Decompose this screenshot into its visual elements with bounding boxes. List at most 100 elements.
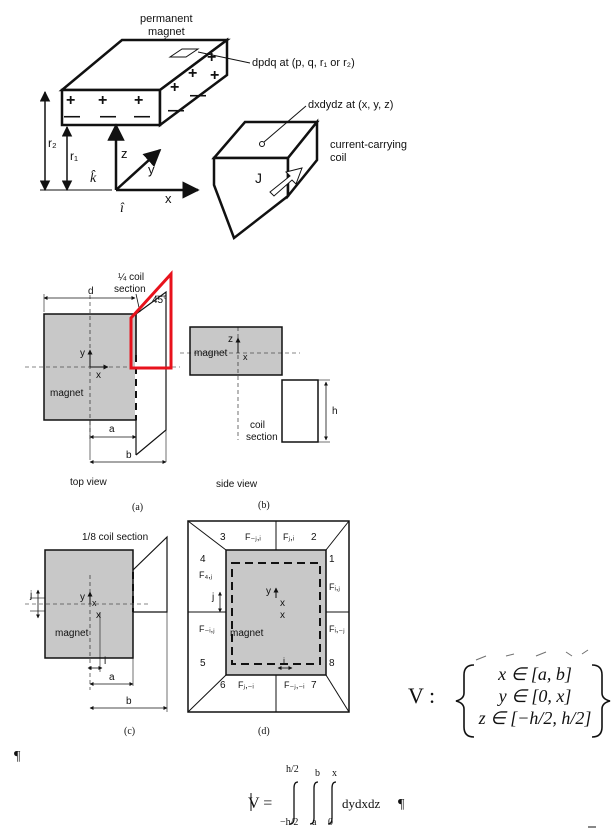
y-label: y (80, 592, 85, 603)
surface-element-patch (168, 48, 200, 58)
coil-label-line1: current-carrying (330, 139, 407, 151)
quarter-coil-outline (135, 290, 167, 456)
lower-limit-x: a (312, 817, 317, 828)
minus-sign: — (168, 102, 184, 119)
coil-shape (211, 118, 320, 241)
x-label: x (280, 598, 285, 609)
plus-sign: + (170, 79, 179, 96)
magnet-title-line1: permanent (140, 13, 193, 25)
z-range: z ∈ [−h/2, h/2] (478, 708, 592, 728)
pilcrow-mark: ¶ (398, 797, 405, 812)
coil-section-rect (281, 379, 319, 443)
y-axis-label: y (148, 162, 155, 177)
upper-limit-y: x (332, 768, 337, 779)
volume-element-leader (263, 105, 307, 143)
magnet-label: magnet (55, 628, 89, 639)
region-number: 2 (311, 532, 317, 543)
surface-element-leader (197, 51, 251, 64)
r1-label: r₁ (70, 149, 78, 163)
upper-limit-x: b (315, 768, 320, 779)
eighth-coil-outline (132, 535, 168, 613)
y-axis (115, 148, 162, 191)
force-label: Fᵢ,₋ⱼ (329, 624, 345, 634)
x-label: x (96, 610, 101, 621)
magnet-label: magnet (194, 348, 228, 359)
panel-b: z x magnet h coil section side view (b) (180, 326, 338, 511)
y-range: y ∈ [0, x] (498, 686, 572, 706)
force-label: F₋ⱼ,₋ᵢ (284, 680, 305, 690)
volume-element-label: dxdydz at (x, y, z) (308, 99, 393, 111)
coil-section-label-line1: coil (250, 420, 265, 431)
d-label: d (88, 286, 94, 297)
x-range: x ∈ [a, b] (498, 664, 572, 684)
magnet-title-line2: magnet (148, 26, 185, 38)
coil-section-label-line2: section (246, 432, 278, 443)
z-label: z (228, 334, 233, 345)
pilcrow-mark: ¶ (14, 749, 21, 764)
magnet-rect (189, 326, 283, 376)
set-definition: V : x ∈ [a, b] y ∈ [0, x] z ∈ [−h/2, h/2… (408, 657, 608, 739)
set-lines: x ∈ [a, b] y ∈ [0, x] z ∈ [−h/2, h/2] (476, 663, 594, 729)
panel-a: ¼ coil section d y x magnet 45° a b top … (25, 270, 180, 513)
a-label: a (109, 672, 115, 683)
plus-sign: + (134, 92, 143, 109)
plus-sign: + (210, 67, 219, 84)
upper-limit-z: h/2 (286, 764, 299, 775)
force-label: Fᵢ,ⱼ (329, 582, 340, 592)
region-number: 8 (329, 658, 335, 669)
minus-sign: — (64, 108, 80, 125)
region-number: 4 (200, 554, 206, 565)
y-label: y (266, 586, 271, 597)
coil-inner-boundary (231, 562, 321, 665)
quarter-coil-label-line2: section (114, 284, 146, 295)
j-label: j (211, 592, 214, 603)
force-label: Fⱼ,₋ᵢ (238, 680, 254, 690)
force-label: Fⱼ,ᵢ (283, 532, 294, 542)
set-label: V : (408, 683, 436, 708)
coil-label-line2: coil (330, 152, 347, 164)
magnet-box (58, 37, 231, 128)
highlight-region (129, 270, 173, 370)
plus-sign: + (98, 92, 107, 109)
plus-sign: + (66, 92, 75, 109)
plus-sign: + (188, 65, 197, 82)
integral-lhs: V = (248, 795, 272, 812)
surface-element-label: dpdq at (p, q, r₁ or r₂) (252, 57, 355, 69)
x-label: x (280, 610, 285, 621)
caption-c: (c) (124, 726, 135, 737)
x-label: x (92, 598, 97, 608)
side-view-label: side view (216, 479, 258, 490)
current-arrow (269, 167, 303, 197)
region-number: 5 (200, 658, 206, 669)
unit-i-label: î (120, 201, 125, 216)
force-label: F₄,ⱼ (199, 570, 213, 580)
region-number: 6 (220, 680, 226, 691)
minus-sign: — (134, 108, 150, 125)
a-label: a (109, 424, 115, 435)
set-braces (455, 649, 611, 738)
top-diagram: permanent magnet dpdq at (p, q, r₁ or r₂… (39, 13, 407, 241)
minus-sign: — (100, 108, 116, 125)
magnet-label: magnet (50, 388, 84, 399)
panel-c: 1/8 coil section y x x j magnet i a b (c… (25, 532, 168, 737)
x-axis-label: x (165, 191, 172, 206)
angle-label: 45° (152, 295, 167, 306)
panel-d: y x x magnet j i 1 2 3 4 5 6 7 8 Fⱼ,ᵢ F₋… (187, 520, 350, 737)
integral-signs (289, 781, 337, 825)
z-axis-label: z (121, 146, 128, 161)
caption-d: (d) (258, 726, 270, 737)
region-number: 3 (220, 532, 226, 543)
force-label: F₋ⱼ,ᵢ (245, 532, 261, 542)
force-label: F₋ᵢ,ⱼ (199, 624, 215, 634)
integrand: dydxdz (342, 796, 381, 811)
volume-element-dot (259, 141, 265, 147)
quarter-coil-label-line1: ¼ coil (118, 271, 144, 283)
j-label: j (29, 590, 32, 601)
unit-k-label: k̂ (90, 169, 97, 186)
minus-sign: — (190, 87, 206, 104)
x-label: x (243, 352, 248, 362)
i-label: i (283, 656, 285, 666)
region-number: 7 (311, 680, 317, 691)
lower-limit-z: −h/2 (280, 817, 298, 828)
y-label: y (80, 348, 85, 359)
